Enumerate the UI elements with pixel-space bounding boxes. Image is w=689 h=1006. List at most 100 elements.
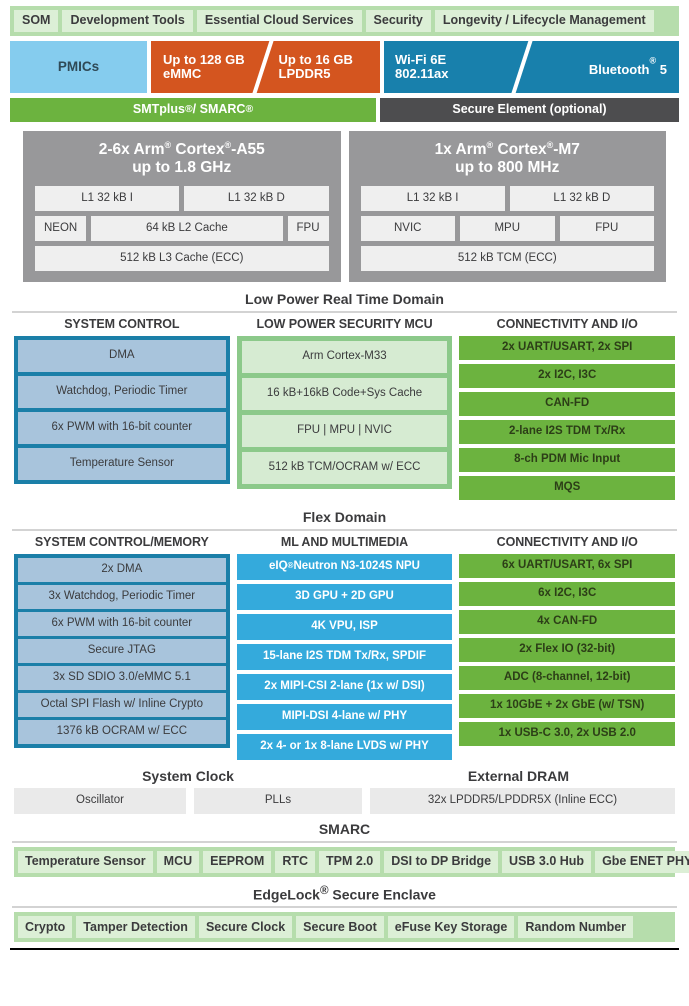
component-chip: MCU (156, 850, 200, 873)
emmc-label: eMMC (163, 66, 202, 81)
component-chip: DSI to DP Bridge (384, 850, 499, 873)
feature-block: MIPI-DSI 4-lane w/ PHY (236, 703, 453, 730)
feature-block: 2x MIPI-CSI 2-lane (1x w/ DSI) (236, 673, 453, 700)
feature-block: 512 kB TCM/OCRAM w/ ECC (241, 451, 448, 484)
feature-block: 16 kB+16kB Code+Sys Cache (241, 377, 448, 410)
column-heading: SYSTEM CONTROL/MEMORY (34, 534, 209, 549)
section-divider (12, 906, 677, 909)
component-chip: Crypto (18, 916, 73, 939)
feature-block: Secure JTAG (18, 638, 226, 663)
lpddr5-dram-block: 32x LPDDR5/LPDDR5X (Inline ECC) (370, 787, 675, 814)
cpu-cell: L1 32 kB I (360, 185, 505, 211)
cpu-cell: FPU (559, 215, 654, 241)
feature-block: 2x Flex IO (32-bit) (459, 637, 676, 662)
som-chip: SOM (14, 10, 59, 32)
bluetooth-version: 5 (656, 61, 667, 77)
section-divider (12, 840, 677, 843)
cpu-row-line: 512 kB L3 Cache (ECC) (35, 245, 329, 271)
feature-block: 4K VPU, ISP (236, 613, 453, 640)
cpu-row-line: 512 kB TCM (ECC) (360, 245, 654, 271)
feature-block: 2x DMA (18, 557, 226, 582)
lpddr5-label: LPDDR5 (278, 66, 331, 81)
component-chip: Tamper Detection (76, 916, 195, 939)
feature-block: 6x PWM with 16-bit counter (18, 611, 226, 636)
feature-block: DMA (18, 339, 226, 372)
feature-block: CAN-FD (459, 391, 676, 416)
component-chip: Gbe ENET PHY (595, 850, 689, 873)
smarc-caption: SMARC (318, 820, 371, 837)
clock-dram-row: Oscillator PLLs 32x LPDDR5/LPDDR5X (Inli… (10, 787, 679, 814)
component-chip: TPM 2.0 (319, 850, 381, 873)
som-chip: Development Tools (62, 10, 193, 32)
feature-block: MQS (459, 475, 676, 500)
flex-domain-caption: Flex Domain (302, 508, 387, 525)
feature-block: FPU | MPU | NVIC (241, 414, 448, 447)
feature-block: 1376 kB OCRAM w/ ECC (18, 719, 226, 744)
component-chip: eFuse Key Storage (387, 916, 515, 939)
feature-block: 3D GPU + 2D GPU (236, 583, 453, 610)
cpu-cell: MPU (460, 215, 555, 241)
edgelock-caption: EdgeLock® Secure Enclave (253, 883, 436, 903)
som-chip: Essential Cloud Services (196, 10, 362, 32)
feature-block: 1x USB-C 3.0, 2x USB 2.0 (459, 721, 676, 746)
column-heading: ML AND MULTIMEDIA (280, 534, 409, 549)
system-clock-heading: System Clock (142, 767, 234, 784)
feature-block: 2x UART/USART, 2x SPI (459, 335, 676, 360)
cpu-cell: L1 32 kB D (509, 185, 654, 211)
cpu-cell: NVIC (360, 215, 455, 241)
clock-dram-headings: System Clock External DRAM (10, 768, 679, 784)
component-chip: Secure Clock (198, 916, 293, 939)
lpddr5-capacity: Up to 16 GB (278, 51, 353, 67)
cpu-cell: NEON (35, 215, 87, 241)
component-chip: RTC (275, 850, 316, 873)
pmics-block: PMICs (10, 41, 147, 93)
cpu-cell: 512 kB L3 Cache (ECC) (35, 245, 329, 271)
smtplus-smarc-block: SMTplus® / SMARC® (10, 98, 376, 122)
cpu-cell: FPU (287, 215, 329, 241)
cpu-cell: L1 32 kB D (184, 185, 329, 211)
feature-block: Watchdog, Periodic Timer (18, 375, 226, 408)
domain-column: ML AND MULTIMEDIA eIQ® Neutron N3-1024S N… (236, 534, 453, 760)
feature-block: 2x 4- or 1x 8-lane LVDS w/ PHY (236, 733, 453, 760)
column-heading: SYSTEM CONTROL (64, 316, 180, 331)
component-chip: Temperature Sensor (18, 850, 153, 873)
bluetooth-block: Bluetooth® 5 (531, 41, 679, 93)
emmc-capacity: Up to 128 GB (163, 51, 245, 67)
cpu-cell: 64 kB L2 Cache (91, 215, 283, 241)
carrier-row: SMTplus® / SMARC® Secure Element (option… (10, 98, 679, 122)
feature-block: 4x CAN-FD (459, 609, 676, 634)
feature-block: 6x I2C, I3C (459, 581, 676, 606)
feature-block: 1x 10GbE + 2x GbE (w/ TSN) (459, 693, 676, 718)
external-dram-heading: External DRAM (467, 767, 570, 784)
som-chip: Longevity / Lifecycle Management (434, 10, 654, 32)
feature-block: 6x PWM with 16-bit counter (18, 411, 226, 444)
wifi-standard: Wi-Fi 6E (395, 51, 447, 67)
feature-block: 15-lane I2S TDM Tx/Rx, SPDIF (236, 643, 453, 670)
section-divider (12, 310, 677, 313)
